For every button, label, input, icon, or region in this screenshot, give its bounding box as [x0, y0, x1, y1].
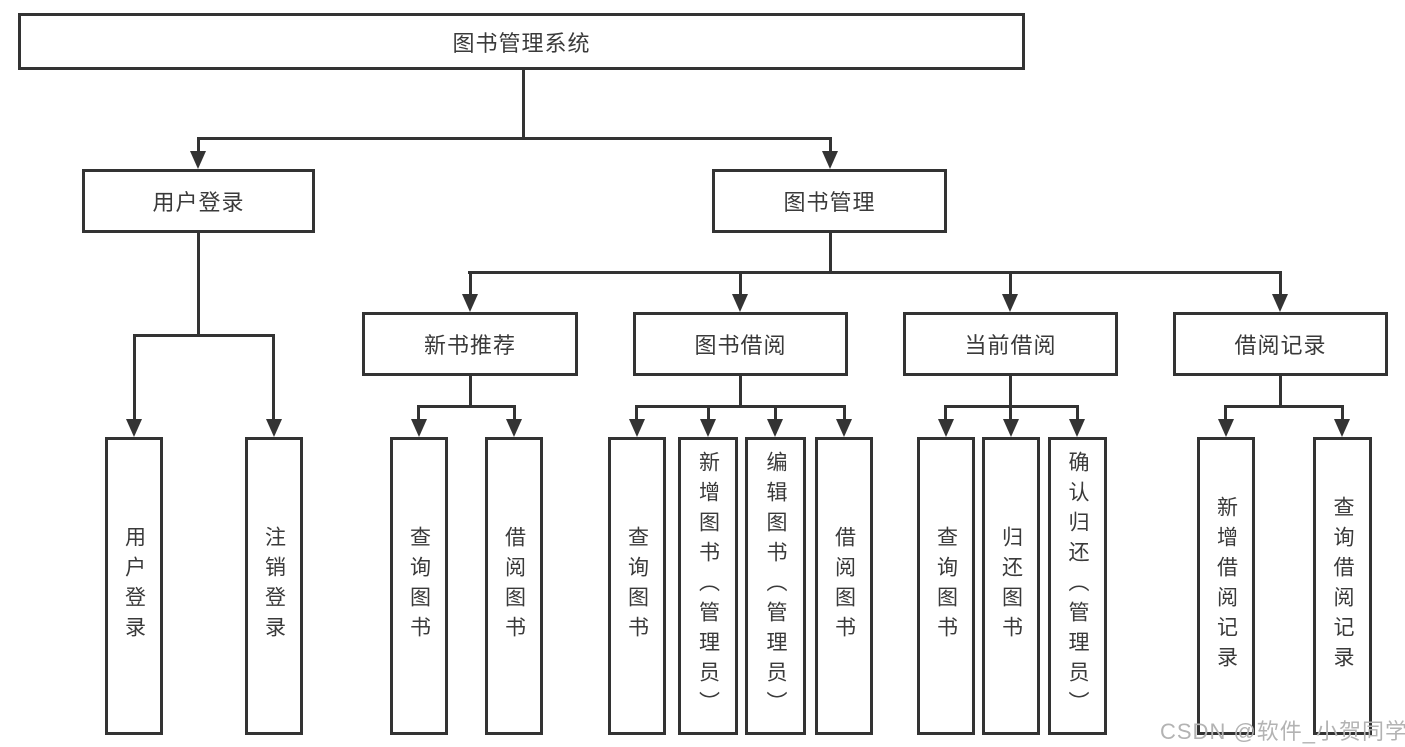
edge-book-borrow-stem [739, 376, 742, 408]
edge-leg [1341, 405, 1344, 421]
csdn-watermark: CSDN @软件_小贺同学 [1160, 719, 1405, 744]
node-user-login: 用户登录 [82, 169, 315, 233]
node-book-borrowing: 图书借阅 [633, 312, 848, 376]
edge-leg-user-login [197, 137, 200, 153]
edge-cur-borrow-stem [1009, 376, 1012, 408]
edge-borrow-rec-stem [1279, 376, 1282, 408]
arrow-down-icon [822, 151, 838, 169]
edge-leg-leaf-login [133, 334, 136, 421]
arrow-down-icon [629, 419, 645, 437]
arrow-down-icon [1002, 294, 1018, 312]
edge-leg-book-borrow [739, 271, 742, 296]
node-borrowing-records: 借阅记录 [1173, 312, 1388, 376]
edge-borrow-rec-rail [1224, 405, 1344, 408]
edge-level3-rail [468, 271, 1282, 274]
edge-leg-cur-borrow [1009, 271, 1012, 296]
arrow-down-icon [836, 419, 852, 437]
leaf-rec-borrow-books: 借阅图书 [485, 437, 543, 735]
arrow-down-icon [462, 294, 478, 312]
edge-leg [774, 405, 777, 421]
edge-leg-borrow-rec [1279, 271, 1282, 296]
leaf-logout: 注销登录 [245, 437, 303, 735]
leaf-bb-borrow-books: 借阅图书 [815, 437, 873, 735]
edge-book-mgmt-stem [829, 233, 832, 274]
arrow-down-icon [767, 419, 783, 437]
node-book-management: 图书管理 [712, 169, 947, 233]
arrow-down-icon [1218, 419, 1234, 437]
edge-leg [417, 405, 420, 421]
edge-leg-leaf-logout [272, 334, 275, 421]
edge-leg [944, 405, 947, 421]
leaf-cb-confirm-return-admin: 确认归还（管理员） [1048, 437, 1107, 735]
edge-leg [513, 405, 516, 421]
leaf-cb-return-books: 归还图书 [982, 437, 1040, 735]
leaf-br-query-record: 查询借阅记录 [1313, 437, 1372, 735]
arrow-down-icon [266, 419, 282, 437]
arrow-down-icon [126, 419, 142, 437]
arrow-down-icon [506, 419, 522, 437]
edge-user-login-rail [133, 334, 275, 337]
arrow-down-icon [1272, 294, 1288, 312]
leaf-bb-query-books: 查询图书 [608, 437, 666, 735]
edge-user-login-stem [197, 233, 200, 337]
edge-leg [843, 405, 846, 421]
edge-new-rec-stem [469, 376, 472, 408]
arrow-down-icon [938, 419, 954, 437]
leaf-bb-edit-books-admin: 编辑图书（管理员） [745, 437, 806, 735]
arrow-down-icon [1003, 419, 1019, 437]
leaf-rec-query-books: 查询图书 [390, 437, 448, 735]
edge-level2-rail [197, 137, 832, 140]
leaf-cb-query-books: 查询图书 [917, 437, 975, 735]
arrow-down-icon [732, 294, 748, 312]
edge-leg [707, 405, 710, 421]
edge-leg-book-mgmt [829, 137, 832, 153]
edge-book-borrow-rail [635, 405, 846, 408]
arrow-down-icon [411, 419, 427, 437]
leaf-bb-add-books-admin: 新增图书（管理员） [678, 437, 738, 735]
edge-root-stem [522, 70, 525, 140]
edge-leg-new-rec [469, 271, 472, 296]
arrow-down-icon [700, 419, 716, 437]
edge-leg [1076, 405, 1079, 421]
edge-new-rec-rail [417, 405, 516, 408]
edge-leg [1009, 405, 1012, 421]
arrow-down-icon [190, 151, 206, 169]
node-system-root: 图书管理系统 [18, 13, 1025, 70]
leaf-br-add-record: 新增借阅记录 [1197, 437, 1255, 735]
leaf-user-login: 用户登录 [105, 437, 163, 735]
node-new-book-recommend: 新书推荐 [362, 312, 578, 376]
node-current-borrowing: 当前借阅 [903, 312, 1118, 376]
arrow-down-icon [1334, 419, 1350, 437]
edge-leg [635, 405, 638, 421]
edge-leg [1224, 405, 1227, 421]
arrow-down-icon [1069, 419, 1085, 437]
